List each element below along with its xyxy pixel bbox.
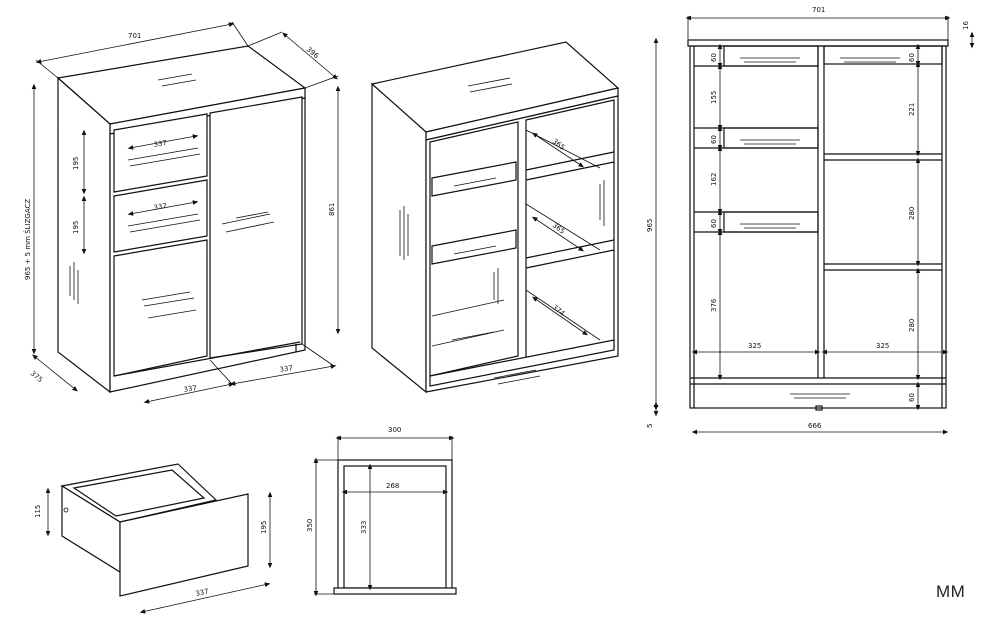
drawer-top-view: 300 268 350 333 — [306, 426, 457, 597]
front-elevation-view: 701 16 965 5 666 325 325 60 155 60 162 6… — [646, 6, 975, 435]
elev-space-2: 162 — [710, 173, 718, 186]
elev-right-space-3: 280 — [908, 319, 916, 332]
elev-right-top-rail: 60 — [908, 53, 916, 62]
dim-height-note: 965 + 5 mm ŚLIZGACZ — [23, 199, 32, 280]
dim-drawer-height-1: 195 — [72, 157, 80, 170]
dim-base-depth: 375 — [29, 369, 44, 384]
dim-drawer-width-2: 337 — [153, 202, 167, 212]
elev-left-compartment-width: 325 — [748, 342, 761, 350]
elev-right-space-2: 280 — [908, 207, 916, 220]
elev-space-3: 376 — [710, 298, 718, 312]
elev-right-compartment-width: 325 — [876, 342, 889, 350]
dim-drawer-height-2: 195 — [72, 221, 80, 234]
open-cabinet-view: 365 365 374 — [370, 41, 620, 394]
elev-total-height: 965 — [646, 219, 654, 232]
elev-top-thickness: 16 — [962, 21, 970, 30]
elev-drawer-front-2: 60 — [710, 135, 718, 144]
elev-plinth: 60 — [908, 393, 916, 402]
elev-drawer-front-3: 60 — [710, 219, 718, 228]
drawer-detail-view: 115 195 337 — [34, 463, 273, 614]
drawer-outer-width: 300 — [388, 426, 401, 434]
elev-total-width: 701 — [812, 6, 825, 14]
dim-width-label: 701 — [128, 32, 141, 40]
elev-space-1: 155 — [710, 91, 718, 104]
elev-right-space-1: 221 — [908, 103, 916, 116]
dim-side-height: 861 — [328, 203, 336, 216]
dim-bottom-width-left: 337 — [183, 384, 197, 394]
elev-inner-width: 666 — [808, 422, 822, 430]
drawer-inner-width: 268 — [386, 482, 399, 490]
drawer-outer-depth: 350 — [306, 519, 314, 532]
closed-cabinet-view: 701 396 337 337 195 195 965 + 5 mm ŚLIZG… — [23, 21, 341, 404]
elev-glide-height: 5 — [646, 424, 654, 428]
units-label: MM — [936, 582, 966, 601]
dim-drawer-width-1: 337 — [153, 139, 167, 149]
drawer-inner-height: 115 — [34, 505, 42, 518]
drawer-front-height: 195 — [260, 521, 268, 534]
dim-bottom-width-right: 337 — [279, 364, 293, 374]
elev-drawer-front-1: 60 — [710, 53, 718, 62]
drawer-front-width: 337 — [195, 587, 210, 598]
drawer-inner-depth: 333 — [360, 521, 368, 534]
